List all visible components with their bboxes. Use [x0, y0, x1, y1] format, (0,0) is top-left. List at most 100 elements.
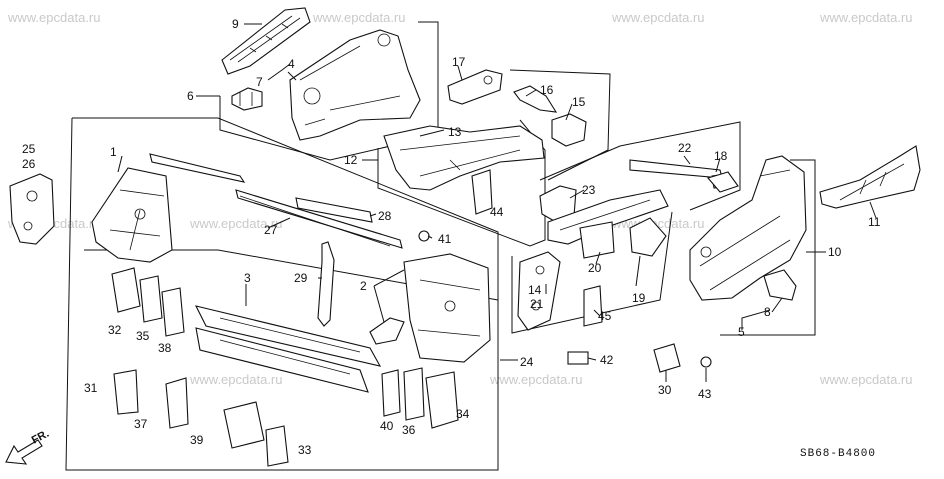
callout-17: 17: [452, 55, 466, 69]
part-31-bracket: [113, 369, 139, 415]
part-clip: [369, 317, 405, 345]
callout-27: 27: [264, 223, 278, 237]
part-9-upper-rail: [221, 7, 311, 75]
callout-29: 29: [294, 271, 308, 285]
callout-40: 40: [380, 419, 394, 433]
part-42-clip: [567, 351, 589, 365]
diagram-code: SB68-B4800: [800, 448, 876, 460]
part-33-bracket: [265, 425, 289, 467]
watermark: www.epcdata.ru: [189, 372, 283, 387]
part-30-bracket: [653, 343, 681, 373]
part-21-reinforcement: [517, 251, 561, 331]
part-16-bracket: [513, 85, 558, 113]
callout-21: 21: [530, 297, 544, 311]
callout-8: 8: [764, 305, 771, 319]
callout-20: 20: [588, 261, 602, 275]
callout-45: 45: [598, 309, 612, 323]
callout-2: 2: [360, 279, 367, 293]
callout-4: 4: [288, 57, 295, 71]
callout-22: 22: [678, 141, 692, 155]
callout-11: 11: [868, 215, 881, 229]
callout-24: 24: [520, 355, 534, 369]
callout-36: 36: [402, 423, 416, 437]
part-2-radiator-support: [403, 253, 491, 363]
part-20-bracket: [579, 221, 615, 259]
watermark: www.epcdata.ru: [611, 10, 705, 25]
callout-30: 30: [658, 383, 672, 397]
callout-34: 34: [456, 407, 470, 421]
callout-15: 15: [572, 95, 586, 109]
watermark: www.epcdata.ru: [189, 216, 283, 231]
callout-42: 42: [600, 353, 614, 367]
part-44-bracket: [471, 169, 493, 215]
callout-18: 18: [714, 149, 728, 163]
part-17-bracket: [447, 69, 503, 105]
part-12-front-rail: [383, 125, 545, 191]
part-37-bracket: [165, 377, 189, 429]
part-25-26-bracket: [9, 173, 55, 245]
part-11-upper-rail: [819, 145, 921, 209]
part-45-bracket: [583, 285, 603, 327]
part-3-lower-crossmember: [194, 305, 382, 393]
callout-35: 35: [136, 329, 150, 343]
callout-37: 37: [134, 417, 148, 431]
part-15-bracket: [551, 113, 587, 147]
part-41-bolt: [418, 230, 430, 242]
callout-32: 32: [108, 323, 122, 337]
callout-23: 23: [582, 183, 596, 197]
part-8-bracket: [763, 269, 797, 301]
callout-31: 31: [84, 381, 98, 395]
callout-5: 5: [738, 325, 745, 339]
part-43-bolt: [700, 356, 712, 368]
part-upper-crossmember: [149, 153, 403, 249]
part-35-bracket: [139, 275, 163, 323]
leader-lines: [117, 23, 877, 382]
part-32-bracket: [111, 267, 141, 313]
callout-33: 33: [298, 443, 312, 457]
callouts: 9 4 7 6 17 16 15 13 12 22 18 23 44 25 26…: [22, 17, 881, 457]
part-14-side-frame: [547, 189, 669, 245]
part-7-bracket: [231, 87, 263, 111]
callout-12: 12: [344, 153, 358, 167]
callout-3: 3: [244, 271, 251, 285]
part-36-bracket: [403, 367, 425, 421]
front-direction-indicator: FR.: [5, 428, 51, 465]
watermark: www.epcdata.ru: [819, 372, 913, 387]
part-38-bracket: [161, 287, 185, 337]
watermark: www.epcdata.ru: [7, 10, 101, 25]
callout-44: 44: [490, 205, 504, 219]
watermark: www.epcdata.ru: [819, 10, 913, 25]
callout-28: 28: [378, 209, 392, 223]
callout-19: 19: [632, 291, 646, 305]
callout-14: 14: [528, 283, 542, 297]
callout-43: 43: [698, 387, 712, 401]
callout-10: 10: [828, 245, 842, 259]
callout-38: 38: [158, 341, 172, 355]
callout-13: 13: [448, 125, 462, 139]
callout-41: 41: [438, 232, 452, 246]
callout-7: 7: [256, 75, 263, 89]
part-29-stay: [317, 241, 335, 327]
arrow-icon: [5, 439, 43, 465]
part-40-bracket: [381, 369, 401, 417]
part-4-wheelhouse: [289, 29, 421, 141]
callout-26: 26: [22, 157, 36, 171]
part-34-bracket: [425, 371, 459, 429]
parts: [9, 7, 921, 467]
group-frames: [65, 21, 816, 471]
part-28-bracket: [295, 197, 373, 223]
callout-25: 25: [22, 142, 36, 156]
part-27-rail: [239, 195, 391, 247]
callout-1: 1: [110, 145, 117, 159]
part-1-radiator-support: [91, 167, 173, 263]
callout-6: 6: [187, 89, 194, 103]
callout-39: 39: [190, 433, 204, 447]
part-10-wheelhouse: [689, 155, 807, 301]
part-39-bracket: [223, 401, 265, 449]
watermark: www.epcdata.ru: [489, 372, 583, 387]
part-18-bracket: [707, 171, 739, 193]
direction-label: FR.: [30, 428, 51, 447]
watermark: www.epcdata.ru: [312, 10, 406, 25]
